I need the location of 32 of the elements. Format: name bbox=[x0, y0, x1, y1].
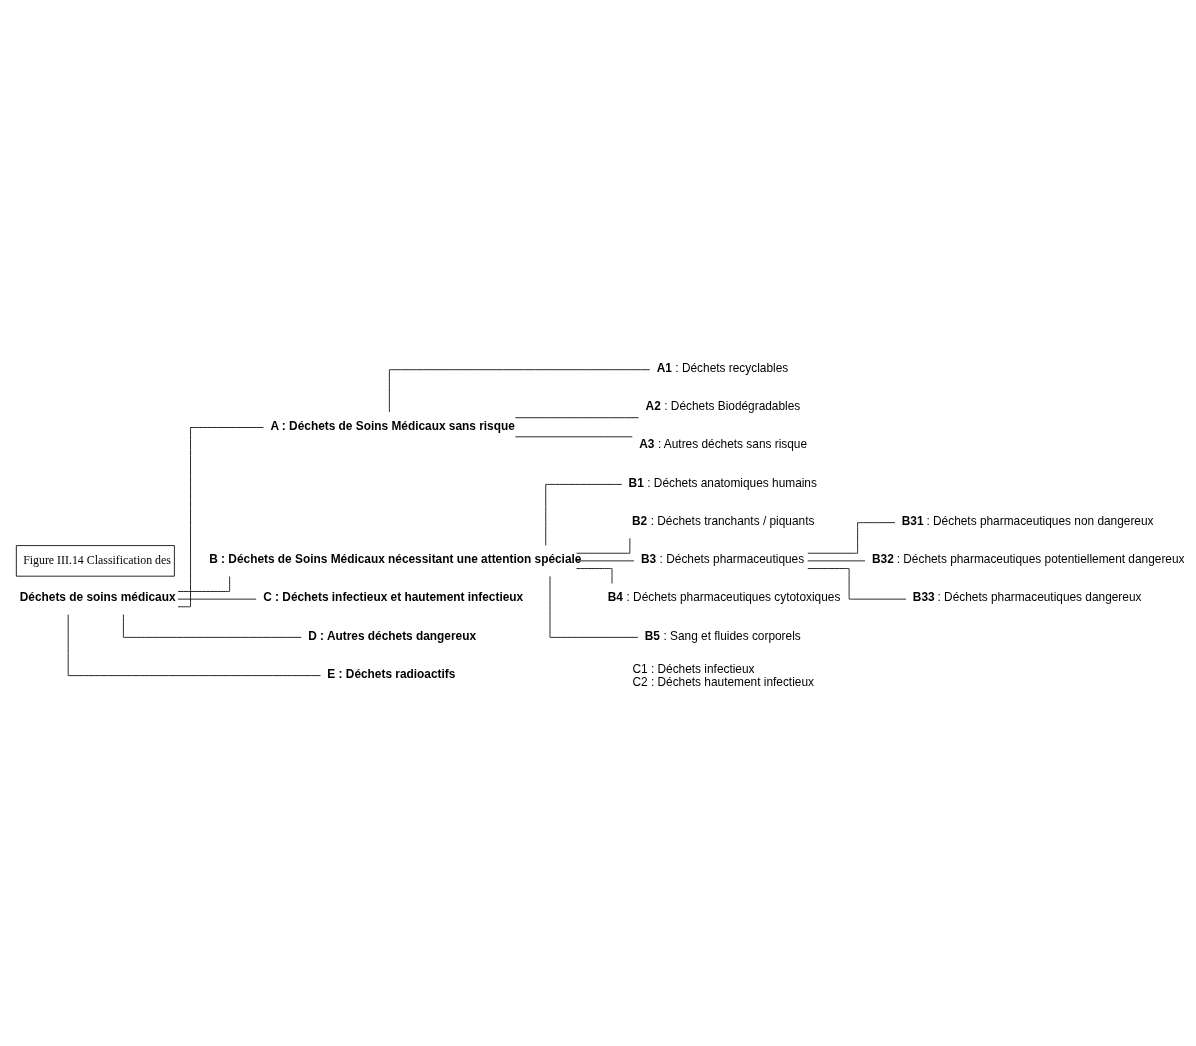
node-text: B2 : Déchets tranchants / piquants bbox=[631, 513, 815, 528]
connector bbox=[514, 416, 639, 418]
connector bbox=[177, 575, 231, 592]
node-text: B33 : Déchets pharmaceutiques dangereux bbox=[912, 589, 1142, 604]
connector bbox=[177, 598, 257, 600]
node-text: A1 : Déchets recyclables bbox=[656, 360, 789, 375]
node-box: Figure III.14 Classification des bbox=[15, 544, 175, 577]
label: C2 : Déchets hautement infectieux bbox=[632, 674, 814, 689]
connector bbox=[807, 521, 896, 554]
node-text: B31 : Déchets pharmaceutiques non dangereux bbox=[901, 513, 1154, 528]
node-text: B5 : Sang et fluides corporels bbox=[644, 628, 801, 643]
connector bbox=[807, 567, 907, 600]
connector bbox=[576, 567, 613, 584]
connector bbox=[67, 613, 321, 676]
node-text: B32 : Déchets pharmaceutiques potentiellement dangereux bbox=[872, 551, 1185, 566]
label: C1 : Déchets infectieux bbox=[632, 661, 755, 676]
node-text: E : Déchets radioactifs bbox=[327, 666, 456, 681]
node-text: A : Déchets de Soins Médicaux sans risque bbox=[270, 418, 515, 433]
connector bbox=[545, 483, 623, 546]
node-text: D : Autres déchets dangereux bbox=[308, 628, 477, 643]
connector bbox=[549, 575, 639, 638]
node-text: Déchets de soins médicaux bbox=[19, 589, 176, 604]
node-text: B3 : Déchets pharmaceutiques bbox=[640, 551, 805, 566]
node-text: B : Déchets de Soins Médicaux nécessitant une attention spéciale bbox=[209, 551, 582, 566]
node-text: A3 : Autres déchets sans risque bbox=[639, 436, 808, 451]
connector bbox=[388, 368, 651, 412]
node-text: B1 : Déchets anatomiques humains bbox=[628, 475, 817, 490]
node-text: B4 : Déchets pharmaceutiques cytotoxiques bbox=[607, 589, 841, 604]
connector bbox=[123, 613, 302, 638]
node-text: C : Déchets infectieux et hautement infectieux bbox=[263, 589, 524, 604]
connector bbox=[177, 426, 264, 607]
node-text: A2 : Déchets Biodégradables bbox=[645, 398, 801, 413]
